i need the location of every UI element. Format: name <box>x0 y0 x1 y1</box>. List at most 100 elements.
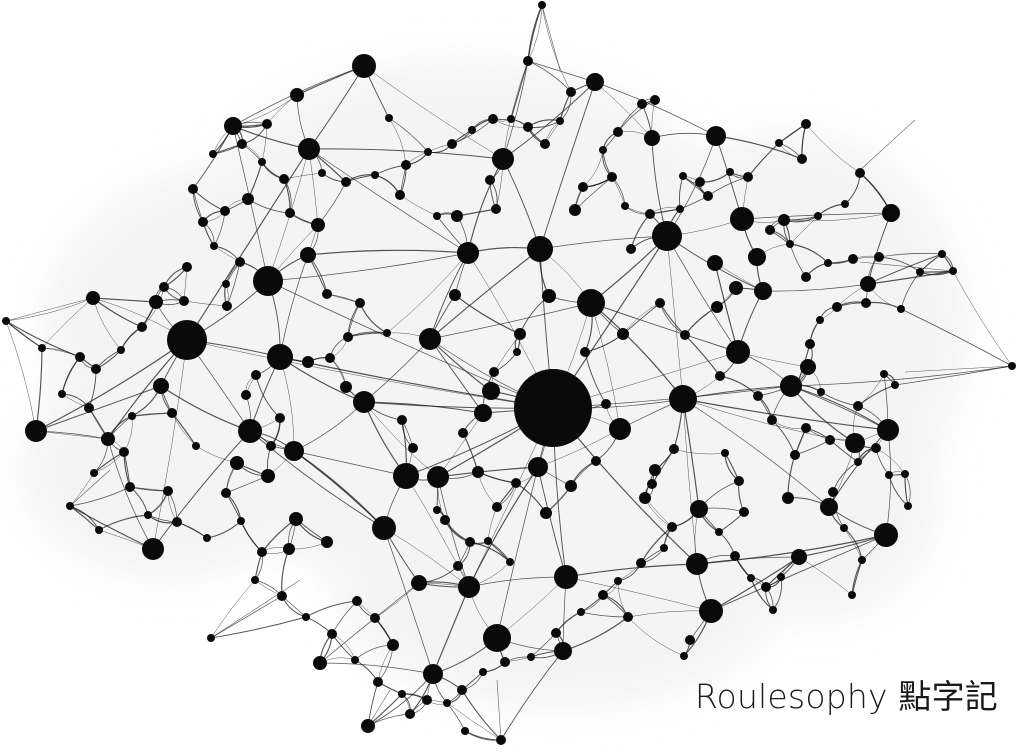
network-node <box>237 139 247 149</box>
network-node <box>461 727 469 735</box>
network-edge <box>210 595 283 639</box>
network-node <box>636 558 646 568</box>
network-node <box>748 248 766 266</box>
network-node <box>703 191 713 201</box>
network-edge <box>790 365 1013 387</box>
network-edge <box>249 430 385 529</box>
network-node <box>387 639 399 651</box>
network-node <box>782 492 794 504</box>
network-node <box>167 320 207 360</box>
network-node <box>488 114 498 124</box>
network-node <box>655 298 665 308</box>
network-node <box>511 478 521 488</box>
network-node <box>411 575 427 591</box>
network-node <box>137 322 147 332</box>
network-node <box>832 302 842 312</box>
network-node <box>580 347 590 357</box>
network-node <box>238 419 262 443</box>
network-node <box>769 606 777 614</box>
network-node <box>871 443 881 453</box>
network-node <box>828 487 838 497</box>
network-node <box>318 169 326 177</box>
network-node <box>341 177 351 187</box>
network-node <box>167 408 177 418</box>
network-edge <box>446 702 466 732</box>
network-node <box>251 576 259 584</box>
network-edge <box>900 308 1013 367</box>
network-edge <box>527 4 543 62</box>
network-node <box>730 207 754 231</box>
network-edge <box>502 81 596 160</box>
network-node <box>801 119 811 129</box>
network-node <box>591 456 601 466</box>
network-node <box>203 534 211 542</box>
network-node <box>904 502 912 510</box>
network-node <box>298 138 320 160</box>
network-node <box>598 590 608 600</box>
network-edge <box>267 280 554 409</box>
network-node <box>513 348 521 356</box>
network-node <box>623 612 633 622</box>
network-node <box>556 117 564 125</box>
watermark-text: Roulesophy 點字記 <box>694 677 998 716</box>
network-node <box>492 502 502 512</box>
network-node <box>483 624 511 652</box>
network-edge <box>510 60 529 120</box>
network-node <box>792 380 802 390</box>
network-node <box>527 236 553 262</box>
network-node <box>290 88 304 102</box>
network-node <box>242 193 254 205</box>
network-node <box>569 204 581 216</box>
network-node <box>343 332 353 342</box>
network-node <box>882 204 900 222</box>
network-node <box>885 471 893 479</box>
network-node <box>277 591 287 601</box>
network-node <box>817 388 825 396</box>
network-node <box>667 522 677 532</box>
network-node <box>266 441 276 451</box>
network-node <box>125 482 135 492</box>
network-edge <box>790 385 889 431</box>
network-edge <box>537 466 567 578</box>
network-node <box>861 298 871 308</box>
network-node <box>370 613 380 623</box>
network-edge <box>446 702 502 741</box>
network-node <box>468 126 476 134</box>
network-node <box>38 344 46 352</box>
network-node <box>637 99 647 109</box>
network-node <box>767 415 777 425</box>
network-node <box>401 160 411 170</box>
network-node <box>775 139 783 147</box>
network-node <box>2 317 10 325</box>
network-edge <box>363 401 439 478</box>
network-node <box>198 217 208 227</box>
network-node <box>721 449 729 457</box>
network-node <box>207 634 215 642</box>
network-node <box>739 507 749 517</box>
network-node <box>523 122 533 132</box>
network-node <box>221 488 231 498</box>
network-edge <box>878 253 943 258</box>
network-node <box>142 538 164 560</box>
network-node <box>801 423 811 433</box>
network-edge <box>894 365 1013 386</box>
network-edge <box>429 248 541 340</box>
network-node <box>482 382 500 400</box>
network-edge <box>461 689 502 741</box>
network-node <box>230 456 244 470</box>
network-node <box>542 289 556 303</box>
network-node <box>858 556 866 564</box>
network-node <box>472 466 484 478</box>
network-node <box>777 573 785 581</box>
network-node <box>192 442 200 450</box>
network-node <box>66 502 74 510</box>
network-node <box>860 276 876 292</box>
network-node <box>220 206 230 216</box>
network-node <box>313 656 327 670</box>
network-node <box>397 415 407 425</box>
network-node <box>159 282 169 292</box>
network-node <box>660 544 668 552</box>
network-node <box>514 328 526 340</box>
